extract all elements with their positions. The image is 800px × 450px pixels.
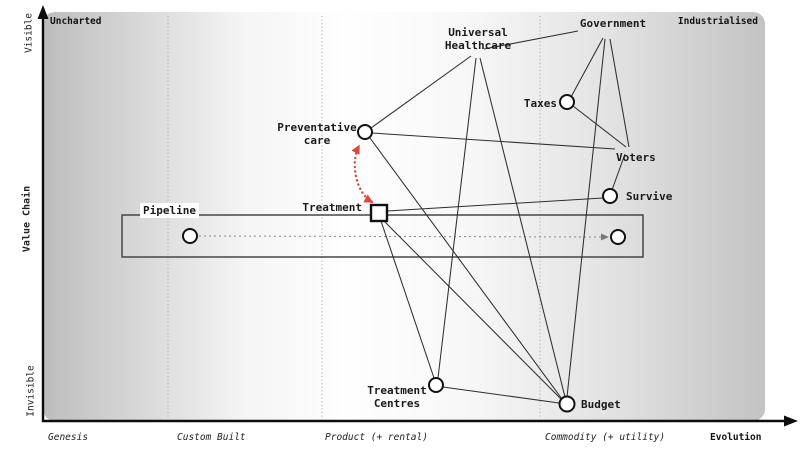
edge-uh-preventative — [370, 55, 472, 129]
axes — [41, 17, 786, 423]
node-taxes — [559, 94, 575, 110]
edge-government-budget — [566, 38, 606, 398]
label-pipeline: Pipeline — [140, 203, 199, 218]
label-treatment: Treatment — [302, 201, 362, 214]
edge-uh-government — [483, 30, 579, 50]
edge-government-taxes — [570, 37, 604, 98]
label-uncharted: Uncharted — [50, 16, 102, 27]
label-evolution: Evolution — [710, 432, 762, 443]
edge-treatment-survive — [386, 197, 604, 212]
edge-treatment-treatment-centres — [380, 220, 435, 379]
node-budget — [558, 395, 576, 413]
node-shapes — [182, 94, 626, 413]
label-value-chain: Value Chain — [21, 185, 33, 253]
edge-uh-treatment-centres — [437, 57, 477, 379]
label-invisible: Invisible — [25, 365, 37, 417]
movement-arrow — [351, 144, 374, 204]
node-treatment-centres — [428, 377, 444, 393]
label-survive: Survive — [626, 190, 673, 203]
label-preventative-care: Preventative care — [277, 121, 357, 147]
label-visible: Visible — [23, 12, 35, 54]
label-industrialised: Industrialised — [677, 16, 758, 27]
pipeline-flow-line — [198, 235, 603, 238]
edge-treatment-centres-budget — [442, 386, 560, 404]
dependency-edges — [369, 30, 630, 404]
label-stage-product: Product (+ rental) — [325, 432, 428, 443]
pipeline-arrowhead-icon — [601, 233, 609, 241]
label-government: Government — [579, 17, 647, 30]
edge-government-voters — [609, 38, 630, 148]
node-survive — [602, 188, 618, 204]
node-preventative-care — [357, 124, 373, 140]
node-pipeline-right — [610, 229, 626, 245]
label-taxes: Taxes — [523, 97, 557, 110]
label-budget: Budget — [581, 398, 621, 411]
edge-voters-survive — [611, 153, 626, 191]
label-voters: Voters — [616, 151, 656, 164]
label-stage-custom-built: Custom Built — [177, 432, 246, 443]
y-axis-arrow-icon — [37, 5, 49, 19]
edge-taxes-voters — [572, 105, 627, 148]
edge-uh-budget — [479, 57, 566, 398]
edge-treatment-budget — [382, 219, 563, 401]
edge-preventative-voters — [371, 132, 616, 150]
x-axis-arrow-icon — [784, 415, 798, 427]
label-treatment-centres: Treatment Centres — [367, 384, 427, 410]
node-treatment-square — [369, 203, 389, 223]
label-universal-healthcare: Universal Healthcare — [444, 26, 512, 52]
label-stage-commodity: Commodity (+ utility) — [545, 432, 666, 443]
node-pipeline-left — [182, 228, 198, 244]
label-stage-genesis: Genesis — [48, 432, 89, 443]
edge-preventative-budget — [369, 137, 563, 400]
